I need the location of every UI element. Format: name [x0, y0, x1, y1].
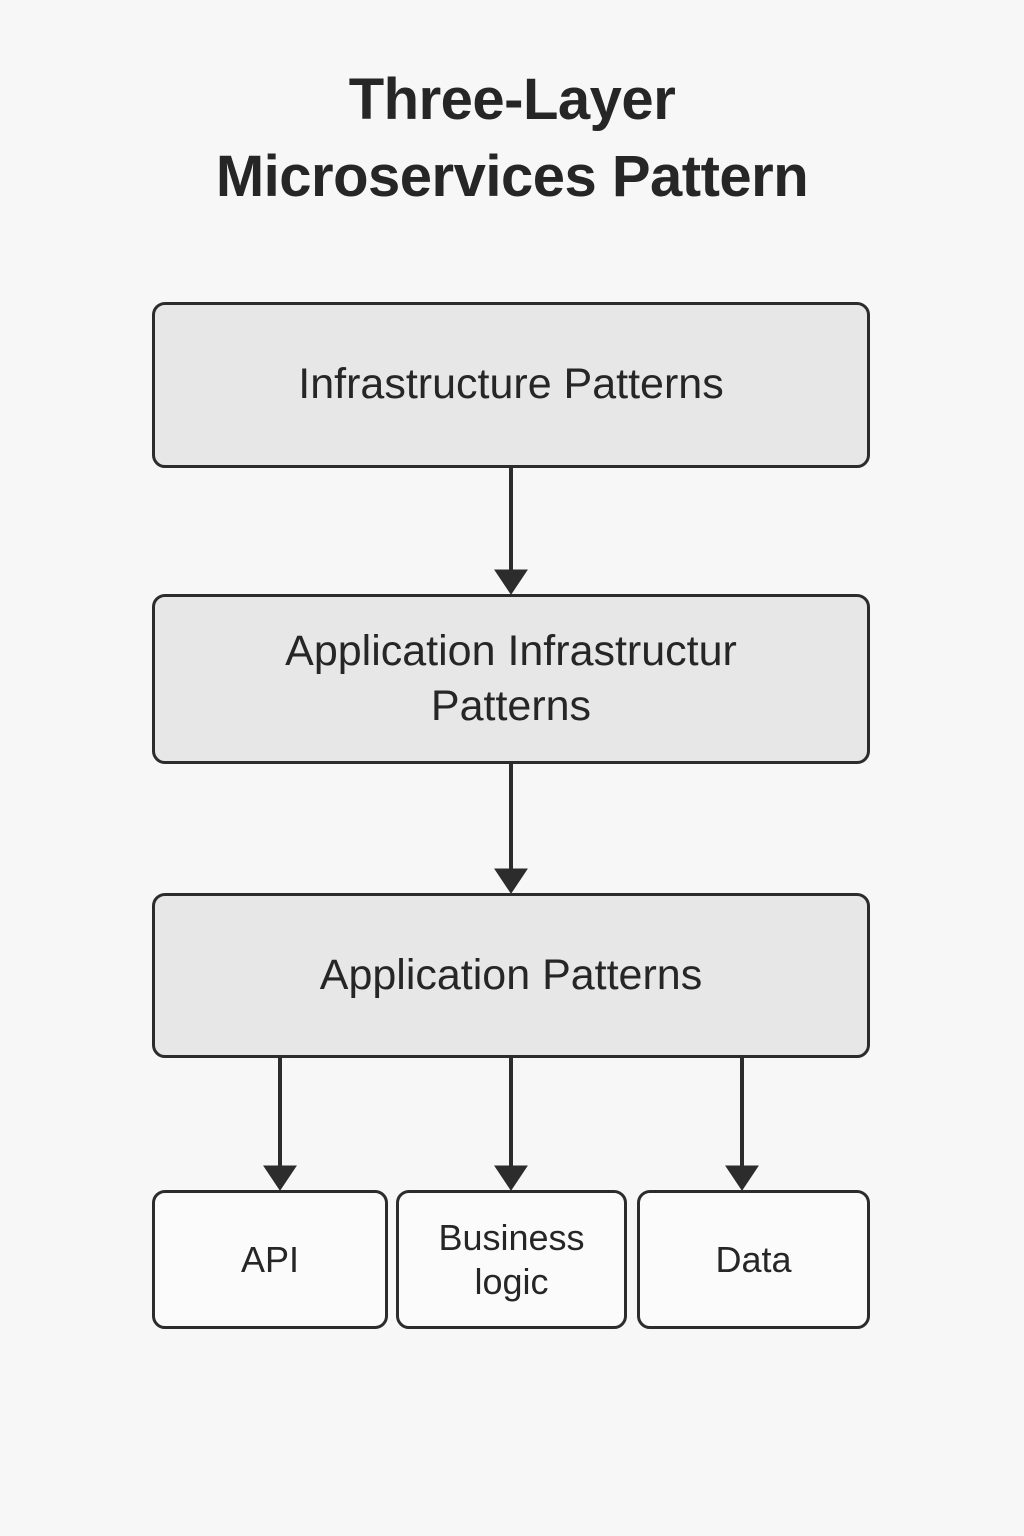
node-data-label: Data	[715, 1238, 792, 1280]
arrowhead-application-to-business-logic	[494, 1165, 528, 1191]
arrowhead-application-to-data	[725, 1165, 759, 1191]
node-business-logic-label: Business logic	[438, 1216, 585, 1302]
node-infrastructure-patterns[interactable]: Infrastructure Patterns	[152, 302, 870, 468]
arrowhead-infrastructure-to-app-infrastructure	[494, 569, 528, 595]
arrowhead-application-to-api	[263, 1165, 297, 1191]
node-api[interactable]: API	[152, 1190, 388, 1329]
node-business-logic[interactable]: Business logic	[396, 1190, 627, 1329]
node-application-patterns[interactable]: Application Patterns	[152, 893, 870, 1058]
node-application-infrastructure-patterns[interactable]: Application Infrastructur Patterns	[152, 594, 870, 764]
node-application-infrastructure-patterns-label: Application Infrastructur Patterns	[285, 626, 737, 730]
arrowhead-app-infrastructure-to-application	[494, 868, 528, 894]
node-infrastructure-patterns-label: Infrastructure Patterns	[298, 360, 724, 409]
node-application-patterns-label: Application Patterns	[319, 950, 703, 999]
node-api-label: API	[240, 1238, 300, 1280]
node-data[interactable]: Data	[637, 1190, 870, 1329]
page-title: Three-Layer Microservices Pattern	[215, 67, 809, 209]
